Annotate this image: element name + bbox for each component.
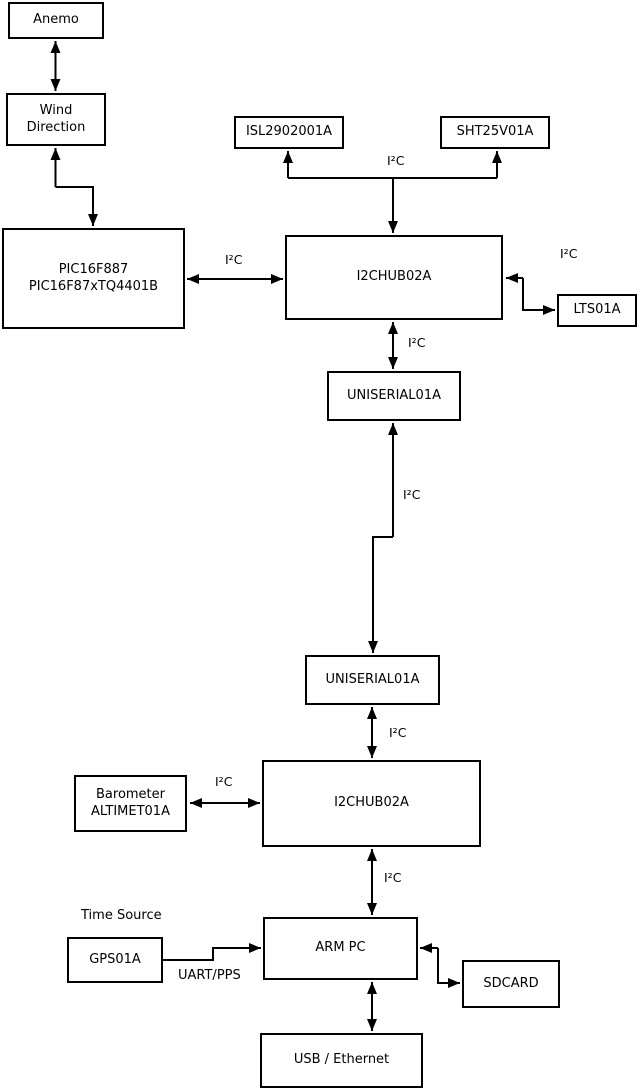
node-barometer: Barometer ALTIMET01A xyxy=(74,775,187,832)
edge-label-i2c-hub1-lts: I²C xyxy=(560,246,578,261)
node-uniserial01a-1: UNISERIAL01A xyxy=(327,371,461,421)
arrow-gps-arm xyxy=(163,943,261,961)
node-isl2902001a-label: ISL2902001A xyxy=(245,124,333,140)
node-arm-pc-label: ARM PC xyxy=(315,940,366,956)
node-sht25v01a: SHT25V01A xyxy=(440,116,550,149)
node-usb-ethernet-label: USB / Ethernet xyxy=(293,1052,390,1068)
node-uniserial01a-1-label: UNISERIAL01A xyxy=(347,387,441,403)
node-lts01a-label: LTS01A xyxy=(573,302,621,318)
edge-label-i2c-hub2-arm: I²C xyxy=(384,870,402,885)
edge-label-i2c-isl-sht: I²C xyxy=(387,153,405,168)
node-sht25v01a-label: SHT25V01A xyxy=(456,124,534,140)
node-barometer-label: Barometer ALTIMET01A xyxy=(91,786,170,819)
node-uniserial01a-2-label: UNISERIAL01A xyxy=(325,671,420,687)
node-isl2902001a: ISL2902001A xyxy=(234,116,344,149)
node-sdcard: SDCARD xyxy=(462,960,560,1008)
node-uniserial01a-2: UNISERIAL01A xyxy=(305,655,440,705)
node-i2chub02a-1: I2CHUB02A xyxy=(285,235,503,320)
node-gps01a-label: GPS01A xyxy=(89,951,141,967)
edge-label-i2c-uni1-uni2: I²C xyxy=(403,487,421,502)
node-i2chub02a-2-label: I2CHUB02A xyxy=(334,795,409,811)
node-i2chub02a-1-label: I2CHUB02A xyxy=(356,269,432,285)
node-arm-pc: ARM PC xyxy=(263,917,418,980)
node-wind-direction-label: Wind Direction xyxy=(26,102,86,135)
edge-label-i2c-hub1-uni1: I²C xyxy=(408,335,426,350)
node-pic16f887-label: PIC16F887 PIC16F87xTQ4401B xyxy=(28,261,159,294)
arrow-uni1-uni2-down xyxy=(368,536,393,653)
node-usb-ethernet: USB / Ethernet xyxy=(260,1033,423,1088)
node-sdcard-label: SDCARD xyxy=(483,975,539,991)
node-anemo: Anemo xyxy=(8,2,104,39)
node-anemo-label: Anemo xyxy=(33,12,79,28)
arrow-arm-sdcard-right xyxy=(437,948,460,988)
arrow-hub1-lts-right xyxy=(522,278,555,315)
edge-label-i2c-uni2-hub2: I²C xyxy=(389,725,407,740)
node-wind-direction: Wind Direction xyxy=(6,93,106,146)
edge-label-time-source: Time Source xyxy=(81,908,162,923)
edge-label-i2c-pic-hub1: I²C xyxy=(225,252,243,267)
arrow-wind-pic-down xyxy=(55,186,98,226)
node-gps01a: GPS01A xyxy=(67,937,163,983)
edge-label-uart-pps: UART/PPS xyxy=(178,968,241,983)
edge-label-i2c-baro-hub2: I²C xyxy=(215,774,233,789)
node-i2chub02a-2: I2CHUB02A xyxy=(262,760,481,847)
node-lts01a: LTS01A xyxy=(557,294,637,327)
node-pic16f887: PIC16F887 PIC16F87xTQ4401B xyxy=(2,228,185,329)
